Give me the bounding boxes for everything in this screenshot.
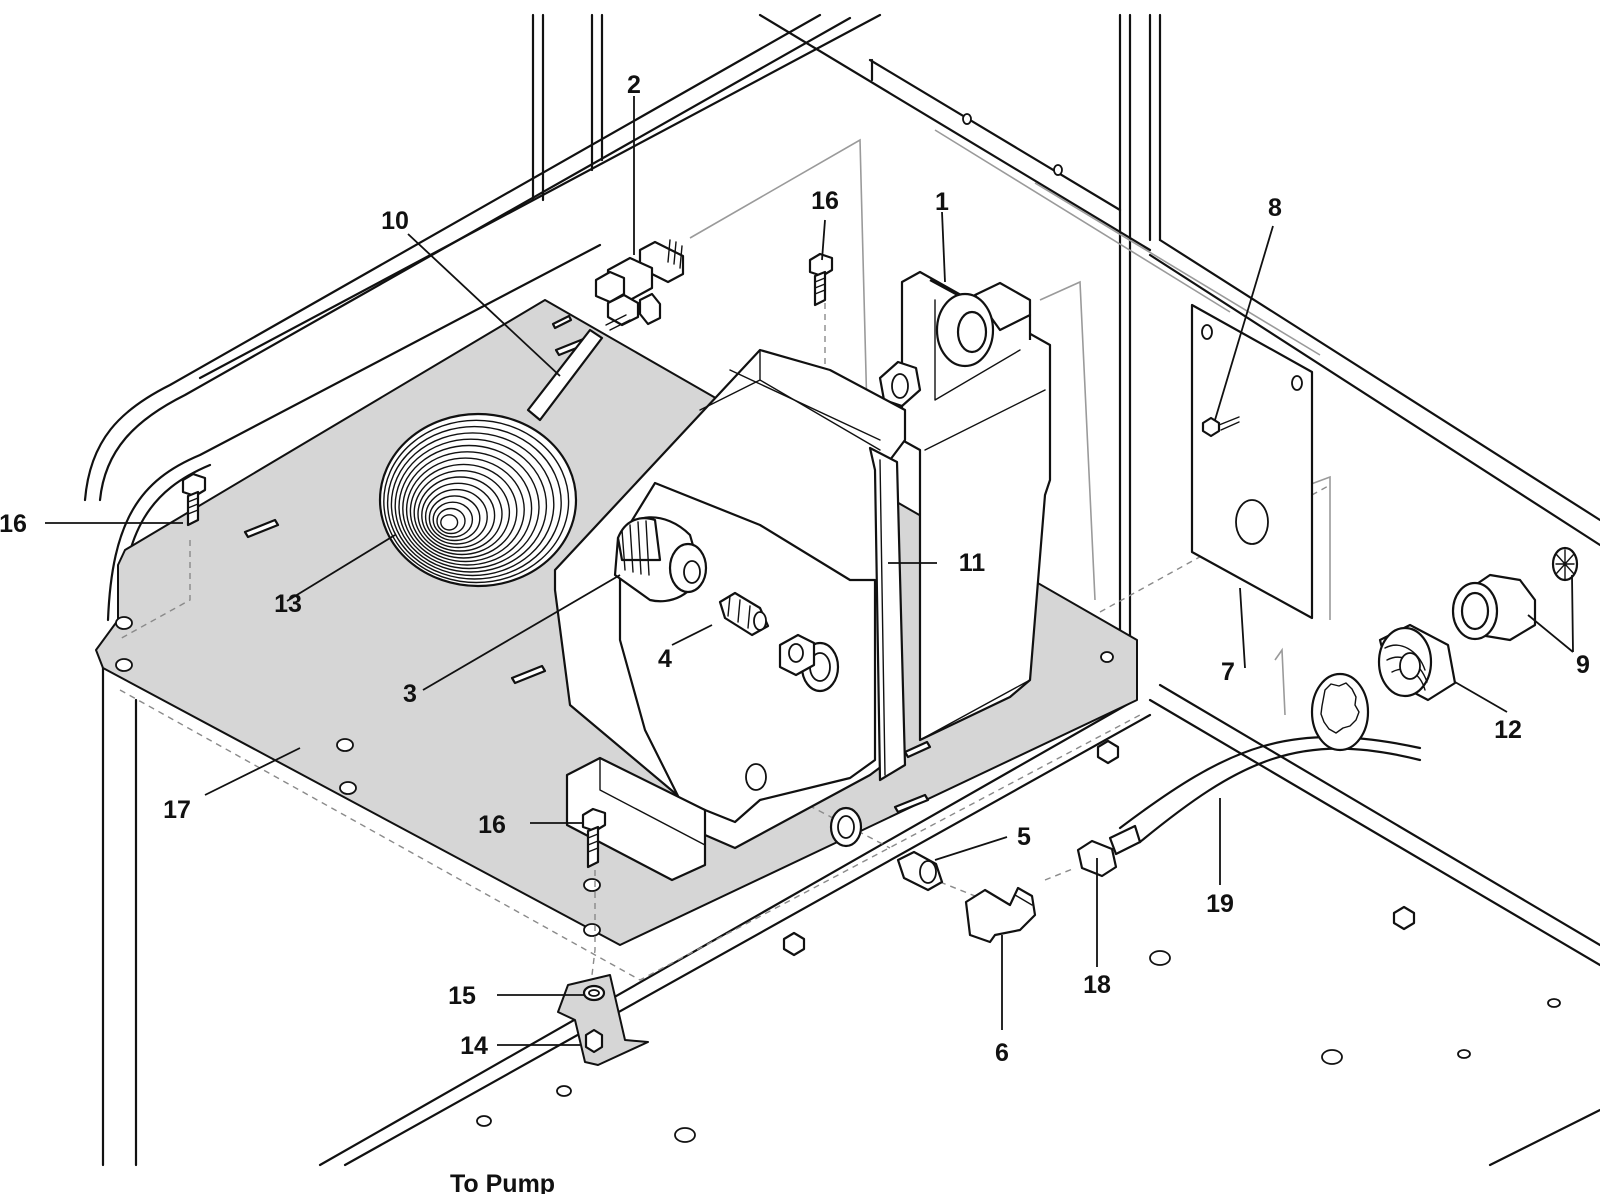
access-plate [1190, 303, 1314, 620]
callout-4: 4 [658, 645, 672, 673]
callout-1: 1 [935, 188, 949, 216]
callout-14: 14 [460, 1032, 488, 1060]
float-ridge [386, 425, 562, 580]
leader-lines [45, 96, 1574, 1046]
callout-7: 7 [1221, 658, 1235, 686]
to-pump-caption: To Pump [450, 1170, 555, 1194]
callout-11: 11 [959, 549, 986, 577]
bolt-16-bottom [581, 807, 607, 869]
callout-9: 9 [1576, 651, 1590, 679]
callout-16-left: 16 [0, 510, 27, 538]
float-ridge [398, 444, 540, 570]
float-ridge [436, 507, 466, 535]
float-ridge [383, 419, 570, 584]
filter-cap [613, 516, 708, 603]
float-ridge [413, 469, 511, 556]
float-ridge [405, 457, 525, 563]
float-ridge [440, 514, 459, 531]
float-ridge [417, 476, 503, 552]
callout-17: 17 [163, 796, 191, 824]
callout-18: 18 [1083, 971, 1111, 999]
strainer-9 [1451, 546, 1579, 642]
float-ridge [409, 463, 518, 559]
callout-2: 2 [627, 71, 641, 99]
float-rod [526, 328, 604, 422]
bushing-5 [896, 850, 944, 892]
elbow-6 [964, 886, 1037, 944]
float-ridge [390, 432, 555, 577]
float-ridge [432, 501, 474, 538]
float-ridge [394, 438, 548, 573]
callout-15: 15 [448, 982, 476, 1010]
adapter-12 [1377, 623, 1457, 702]
float-valve [594, 239, 685, 331]
callout-8: 8 [1268, 194, 1282, 222]
callout-labels: 1 2 3 4 5 6 7 8 9 10 11 12 13 14 15 16 1… [0, 71, 1590, 1067]
callout-6: 6 [995, 1039, 1009, 1067]
callout-12: 12 [1494, 716, 1522, 744]
screw-8 [1201, 416, 1240, 438]
callout-16-top: 16 [811, 187, 839, 215]
bolt-16-left [181, 472, 207, 527]
float-ridge [428, 495, 481, 542]
float-ridge [421, 482, 496, 549]
cabinet-frame [83, 13, 1600, 1167]
callout-3: 3 [403, 680, 417, 708]
bolt-16-top [808, 252, 834, 307]
fitting-18 [1076, 824, 1142, 878]
float-ridge [402, 451, 533, 566]
callout-19: 19 [1206, 890, 1234, 918]
callout-16-bottom: 16 [478, 811, 506, 839]
float-ball [378, 412, 578, 588]
bracket-clip [557, 974, 649, 1066]
callout-5: 5 [1017, 823, 1031, 851]
gasket-12-ring [1310, 672, 1370, 752]
callout-13: 13 [274, 590, 302, 618]
barb-fitting [718, 591, 770, 637]
callout-10: 10 [381, 207, 409, 235]
float-ridge [424, 488, 488, 545]
